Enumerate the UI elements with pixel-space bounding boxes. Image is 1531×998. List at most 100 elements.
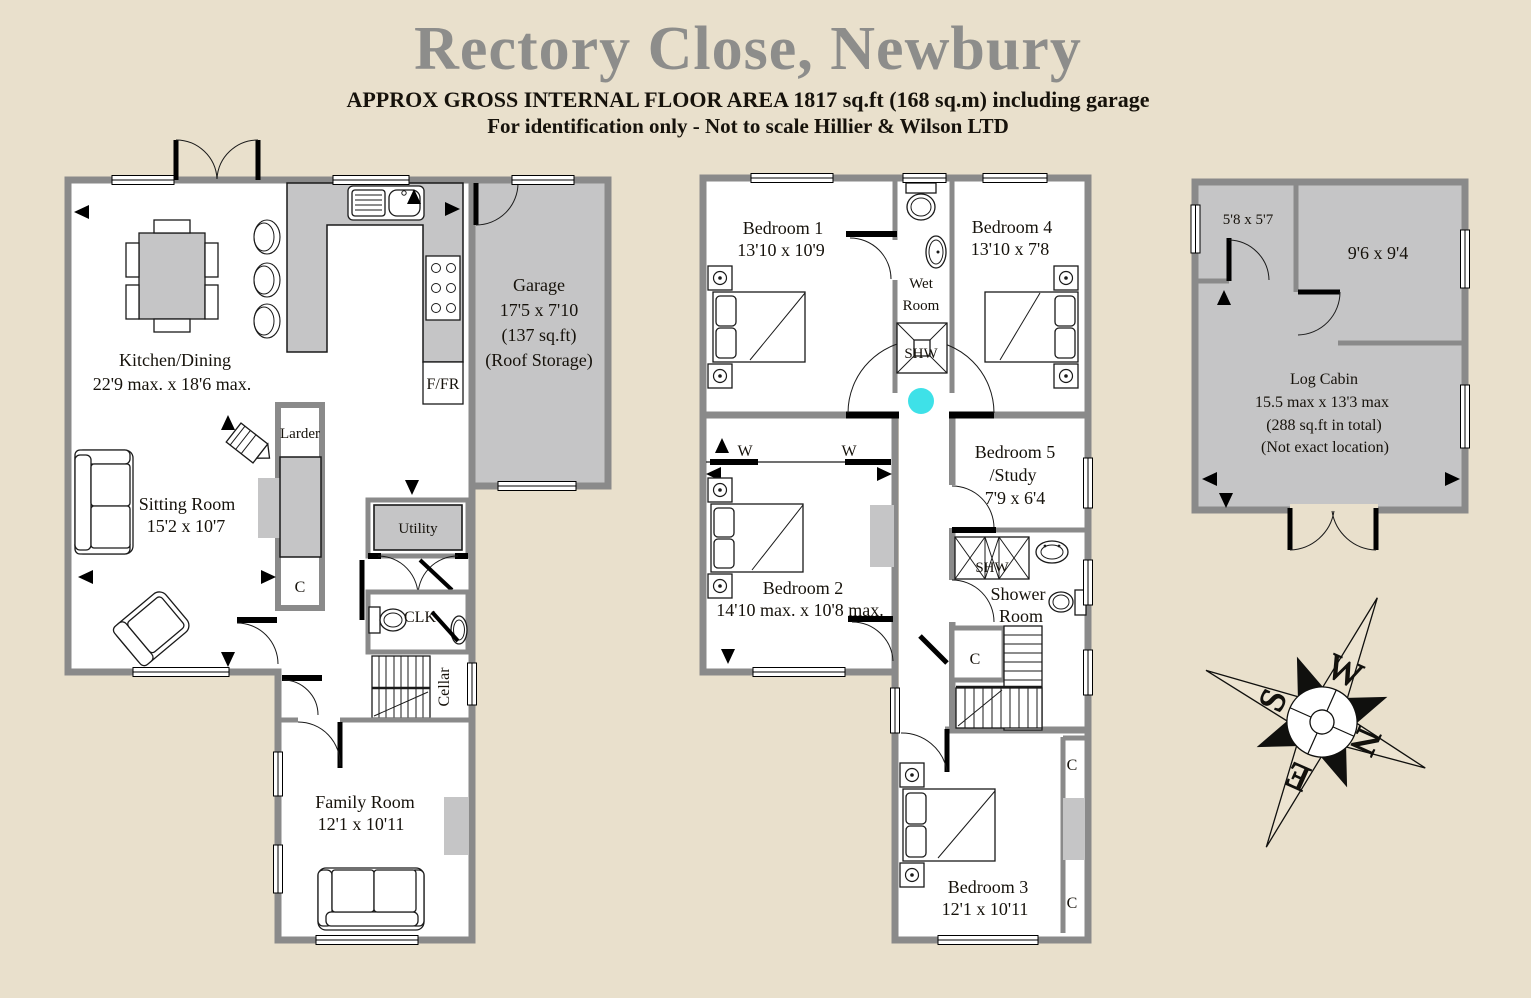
ground-floor-plan: F/FR Larder C Utility <box>64 139 612 945</box>
bedroom4-label: Bedroom 4 <box>972 217 1053 237</box>
cellar-stairs <box>371 655 431 719</box>
fridge-freezer-label: F/FR <box>427 376 460 393</box>
bedroom5-dims: 7'9 x 6'4 <box>985 488 1046 508</box>
window <box>937 935 1039 945</box>
window <box>902 173 947 183</box>
wet-room-shower <box>896 322 948 374</box>
log-cabin-label: Log Cabin <box>1290 371 1358 388</box>
shower-room-sink <box>1035 540 1069 564</box>
chimney-bump <box>258 478 280 538</box>
compass-rose: N E S W <box>1205 597 1426 848</box>
stool <box>253 303 281 339</box>
wet-room-label1: Wet <box>909 276 934 292</box>
cupboard-label: C <box>970 651 981 668</box>
cupboard-label: C <box>1067 895 1078 912</box>
ground-floor-outline <box>64 176 476 944</box>
bedroom2-bed <box>710 503 804 573</box>
cellar-label: Cellar <box>436 667 453 707</box>
bedroom1-bed <box>712 291 806 363</box>
hob <box>425 255 461 321</box>
nightstand <box>1053 363 1079 389</box>
family-room-label: Family Room <box>315 792 415 812</box>
wardrobe-label: W <box>841 443 857 460</box>
sitting-sofa <box>74 449 134 555</box>
french-doors <box>173 139 261 180</box>
armchair <box>112 591 190 667</box>
log-cabin-note: (Not exact location) <box>1261 439 1389 456</box>
wet-room-sink <box>925 235 947 269</box>
bedroom1-label: Bedroom 1 <box>743 218 824 238</box>
first-floor-plan: Wet Room SHW Bedroom 1 13'10 x 10'9 <box>699 173 1093 945</box>
bedroom3-label: Bedroom 3 <box>948 877 1029 897</box>
utility-unit <box>373 504 463 551</box>
window <box>1083 649 1093 696</box>
bedroom5-label1: Bedroom 5 <box>975 442 1056 462</box>
window <box>111 175 175 185</box>
window <box>982 173 1048 183</box>
cabin-room1-dims: 5'8 x 5'7 <box>1223 212 1274 228</box>
nightstand <box>899 762 925 788</box>
window <box>1083 559 1093 606</box>
page-title: Rectory Close, Newbury <box>414 15 1082 83</box>
bedroom2-chimney <box>870 505 894 567</box>
kitchen-dining-dims: 22'9 max. x 18'6 max. <box>93 374 251 394</box>
log-cabin-area: (288 sq.ft in total) <box>1266 417 1382 434</box>
landing-corridor <box>899 409 949 733</box>
shower-room-toilet <box>1048 589 1087 616</box>
larder-label: Larder <box>280 426 320 442</box>
nightstand <box>707 573 733 599</box>
window <box>1083 457 1093 509</box>
clk-label: CLK <box>404 609 436 626</box>
window <box>1460 229 1470 289</box>
log-cabin-outline <box>1191 178 1469 514</box>
bedroom2-dims: 14'10 max. x 10'8 max. <box>716 600 883 620</box>
window <box>132 667 230 677</box>
window <box>273 751 283 797</box>
window <box>467 662 477 706</box>
shower-room-label1: Shower <box>991 584 1046 604</box>
sitting-room-label: Sitting Room <box>139 494 236 514</box>
window <box>750 173 834 183</box>
utility-label: Utility <box>398 521 438 537</box>
disclaimer-text: For identification only - Not to scale H… <box>487 114 1009 138</box>
fridge-freezer <box>422 361 464 405</box>
bedroom3-bed <box>902 788 996 862</box>
cabin-room2-dims: 9'6 x 9'4 <box>1348 243 1409 263</box>
wet-room-label2: Room <box>903 298 940 314</box>
chimney-breast <box>279 456 322 558</box>
garage-dims: 17'5 x 7'10 <box>500 300 579 320</box>
bedroom5-label2: /Study <box>989 465 1036 485</box>
window <box>1190 204 1201 254</box>
bedroom1-dims: 13'10 x 10'9 <box>737 240 825 260</box>
shower-room-label2: Room <box>999 606 1043 626</box>
window <box>332 175 410 185</box>
header: Rectory Close, Newbury APPROX GROSS INTE… <box>0 0 1496 139</box>
window <box>752 667 846 677</box>
garage-door <box>473 182 519 226</box>
log-cabin-dims: 15.5 max x 13'3 max <box>1255 394 1389 411</box>
shower-tray <box>954 536 1030 580</box>
nightstand <box>1053 265 1079 291</box>
shw-label: SHW <box>975 560 1009 576</box>
nightstand <box>707 477 733 503</box>
log-cabin-plan: 5'8 x 5'7 9'6 x 9'4 Log Cabin 15.5 max x… <box>1190 178 1470 551</box>
window <box>497 481 577 491</box>
floor-area-subtitle: APPROX GROSS INTERNAL FLOOR AREA 1817 sq… <box>346 87 1150 112</box>
nightstand <box>707 363 733 389</box>
nightstand <box>707 265 733 291</box>
speaker <box>225 422 271 464</box>
family-room-dims: 12'1 x 10'11 <box>318 814 405 834</box>
window <box>315 935 419 945</box>
sitting-room-dims: 15'2 x 10'7 <box>147 516 226 536</box>
garage-area: (137 sq.ft) <box>502 325 577 346</box>
kitchen-dining-label: Kitchen/Dining <box>119 350 231 370</box>
dining-table <box>125 219 219 333</box>
window <box>1460 384 1470 449</box>
family-chimney <box>444 797 468 855</box>
compass-east-label: E <box>1279 754 1315 799</box>
nightstand <box>899 862 925 888</box>
bedroom2-label: Bedroom 2 <box>763 578 844 598</box>
window <box>273 844 283 894</box>
bedroom4-dims: 13'10 x 7'8 <box>971 239 1050 259</box>
